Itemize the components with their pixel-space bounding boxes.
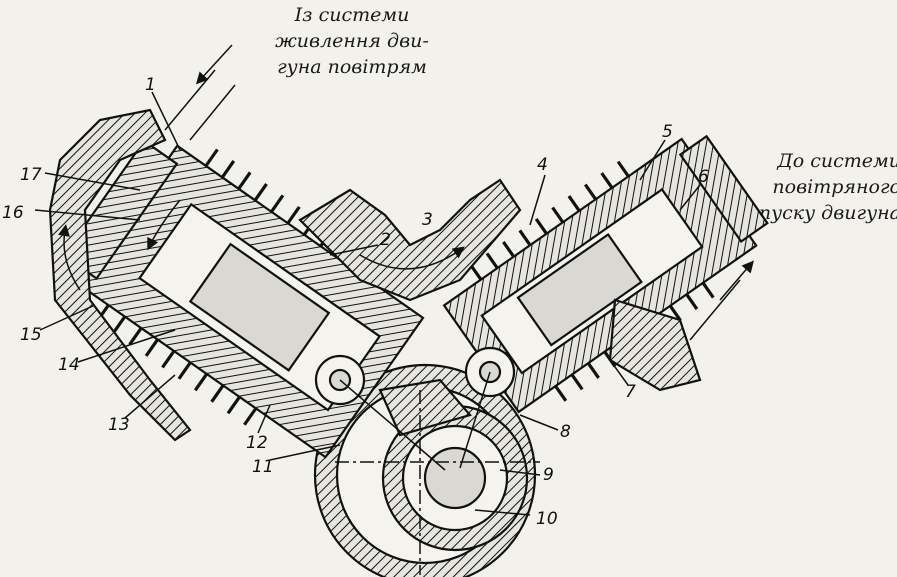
inlet-pipe-line-a: [164, 69, 216, 131]
inlet-caption: Із системи живлення дви- гуна повітрям: [275, 4, 429, 78]
outlet-pipe-line: [689, 279, 741, 341]
label-7: 7: [625, 382, 636, 402]
left-piston: [188, 242, 331, 372]
label-1: 1: [145, 75, 156, 95]
label-4: 4: [537, 155, 548, 175]
label-16: 16: [2, 203, 24, 223]
transfer-flow-arrow: [359, 246, 465, 270]
label-10: 10: [536, 509, 558, 529]
label-8: 8: [560, 422, 571, 442]
label-15: 15: [20, 325, 42, 345]
outlet-caption: До системи повітряного пуску двигуна: [758, 150, 897, 224]
label-17: 17: [20, 165, 42, 185]
label-12: 12: [246, 433, 268, 453]
label-3: 3: [422, 210, 433, 230]
left-rod: [339, 379, 446, 471]
air-jacket: [48, 108, 192, 442]
inlet-arrow: [195, 44, 233, 85]
label-14: 14: [58, 355, 80, 375]
right-rod: [459, 371, 491, 469]
right-fins-top: [469, 160, 630, 281]
inlet-pipe-line-b: [189, 84, 236, 141]
crankshaft: [381, 404, 529, 552]
label-5: 5: [662, 122, 673, 142]
crank-cheek: [378, 378, 472, 437]
jacket-flow-arrow: [58, 224, 81, 291]
label-9: 9: [543, 465, 554, 485]
head-flow-arrow: [147, 199, 181, 251]
label-6: 6: [698, 167, 709, 187]
cylinder-block: [298, 178, 522, 302]
left-fins-bottom: [95, 304, 258, 426]
right-cylinder-head: [678, 134, 769, 244]
label-2: 2: [380, 230, 391, 250]
label-11: 11: [252, 457, 274, 477]
outlet-arrow: [719, 260, 754, 301]
right-cylinder: [442, 134, 769, 414]
right-piston: [516, 232, 643, 347]
outlet-valve-block: [608, 298, 702, 392]
part-numbers: 1 2 3 4 5 6 7 8 9 10 11 12 13 14 15 16 1…: [2, 75, 709, 529]
label-13: 13: [108, 415, 130, 435]
leader-lines: [34, 91, 701, 516]
